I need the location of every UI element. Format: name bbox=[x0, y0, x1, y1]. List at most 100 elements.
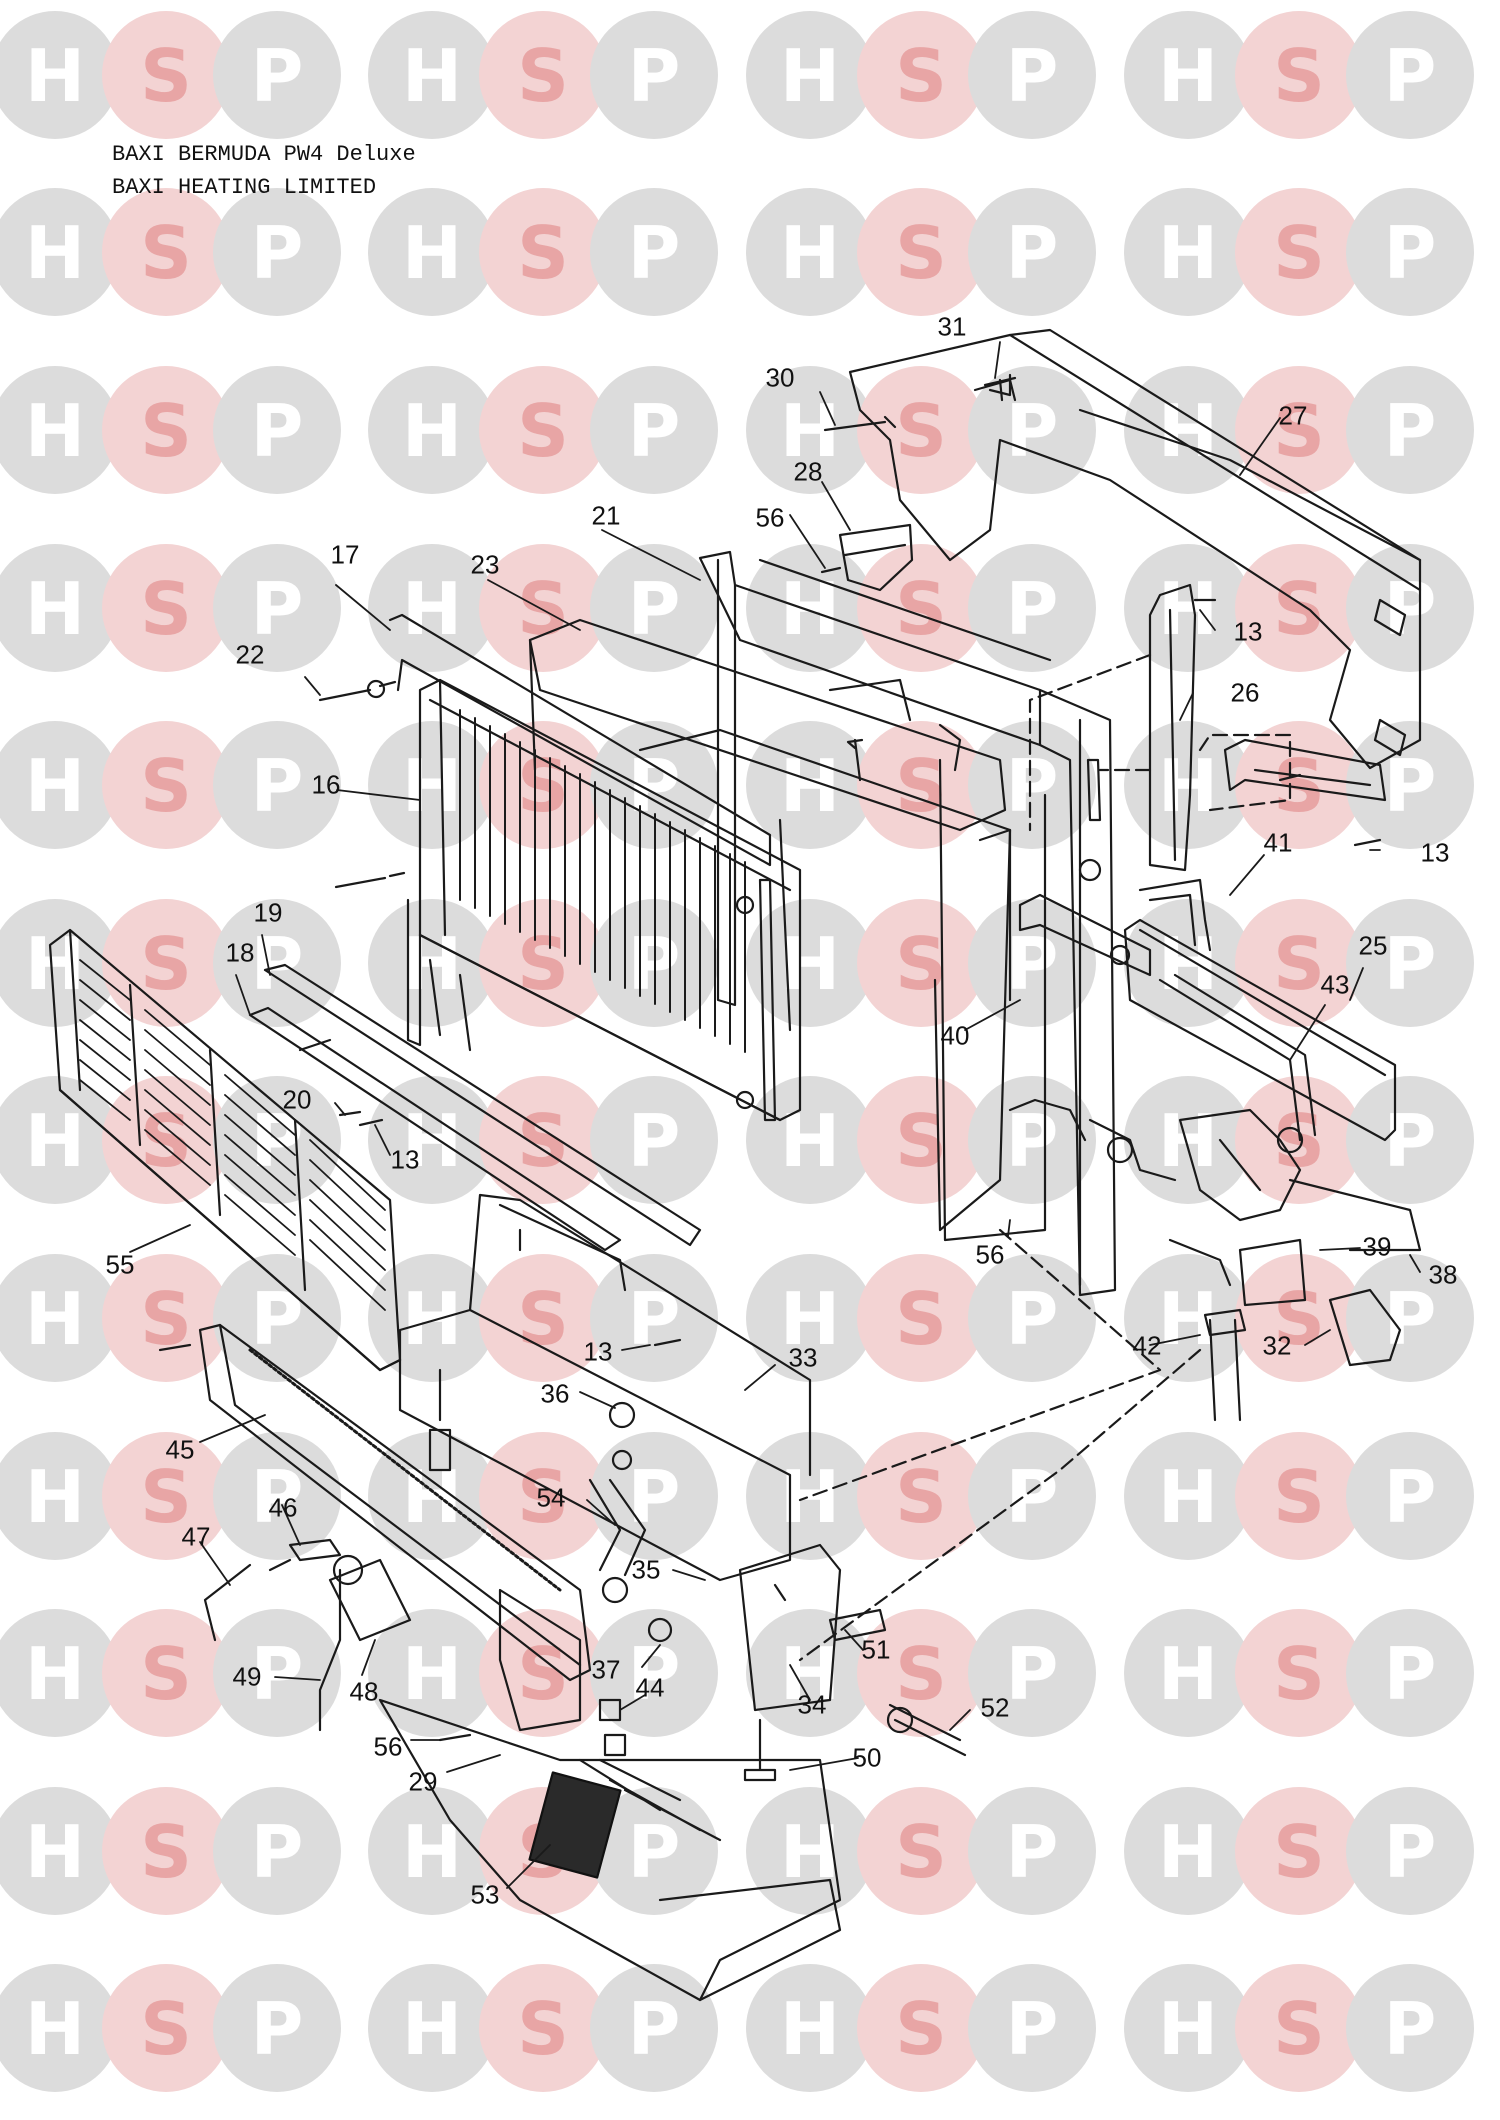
bracket-26 bbox=[1148, 583, 1197, 872]
watermark-circle: S bbox=[1235, 188, 1363, 316]
callout-label: 50 bbox=[852, 1742, 882, 1773]
watermark-circle: S bbox=[102, 721, 230, 849]
watermark-circle: H bbox=[368, 1787, 496, 1915]
watermark-letter: S bbox=[895, 211, 947, 295]
nut-37 bbox=[647, 1617, 673, 1643]
watermark-letter: S bbox=[895, 1987, 947, 2071]
watermark-circle: P bbox=[968, 544, 1096, 672]
pipes-29 bbox=[578, 1758, 722, 1842]
watermark-letter: P bbox=[628, 1099, 681, 1183]
fitting-ring-42 bbox=[1203, 1308, 1247, 1337]
watermark-letter: H bbox=[1158, 1987, 1218, 2071]
callout-label: 25 bbox=[1358, 930, 1388, 961]
watermark-circle: H bbox=[368, 721, 496, 849]
front-grille-55 bbox=[48, 928, 402, 1372]
watermark-circle: S bbox=[102, 1432, 230, 1560]
watermark-letter: S bbox=[1273, 1810, 1325, 1894]
watermark-circle: H bbox=[368, 1609, 496, 1737]
watermark-letter: H bbox=[1158, 1099, 1218, 1183]
watermark-circle: S bbox=[102, 544, 230, 672]
watermark-letter: H bbox=[25, 567, 85, 651]
strip-18 bbox=[248, 1006, 622, 1252]
nut-54 bbox=[601, 1576, 629, 1604]
watermark-letter: P bbox=[1384, 922, 1437, 1006]
frame-17 bbox=[388, 613, 772, 867]
callout-label: 23 bbox=[470, 549, 500, 580]
callout-label: 20 bbox=[282, 1084, 312, 1115]
watermark-circle: H bbox=[1124, 721, 1252, 849]
callout-label: 44 bbox=[635, 1672, 665, 1703]
watermark-letter: H bbox=[780, 211, 840, 295]
grommet-36 bbox=[608, 1401, 636, 1429]
watermark-circle: P bbox=[968, 899, 1096, 1027]
watermark-letter: S bbox=[140, 1810, 192, 1894]
watermark-circle: P bbox=[1346, 1432, 1474, 1560]
watermark-circle: H bbox=[368, 899, 496, 1027]
watermark-letter: P bbox=[1384, 1632, 1437, 1716]
watermark-letter: H bbox=[402, 34, 462, 118]
callout-label: 52 bbox=[980, 1692, 1010, 1723]
watermark-letter: H bbox=[780, 389, 840, 473]
watermark-circle: H bbox=[746, 1609, 874, 1737]
screw-16-left bbox=[334, 871, 406, 889]
callout-label: 13 bbox=[1233, 616, 1263, 647]
bracket-small-right bbox=[1223, 738, 1387, 802]
watermark-letter: H bbox=[25, 744, 85, 828]
watermark-circle: P bbox=[213, 1254, 341, 1382]
watermark-letter: P bbox=[251, 744, 304, 828]
watermark-letter: H bbox=[402, 1277, 462, 1361]
callout-label: 22 bbox=[235, 639, 265, 670]
watermark-circle: S bbox=[1235, 1254, 1363, 1382]
watermark-letter: H bbox=[402, 1987, 462, 2071]
watermark-letter: P bbox=[1006, 922, 1059, 1006]
watermark-letter: H bbox=[25, 1099, 85, 1183]
watermark-letter: S bbox=[517, 922, 569, 1006]
watermark-circle: P bbox=[1346, 1076, 1474, 1204]
callout-label: 41 bbox=[1263, 827, 1293, 858]
watermark-circle: P bbox=[1346, 1254, 1474, 1382]
watermark-letter: P bbox=[1006, 1099, 1059, 1183]
watermark-circle: H bbox=[0, 11, 119, 139]
callout-label: 27 bbox=[1278, 400, 1308, 431]
watermark-letter: P bbox=[1006, 211, 1059, 295]
watermark-letter: H bbox=[780, 1277, 840, 1361]
dashed-lines-top bbox=[1028, 653, 1292, 832]
watermark-circle: S bbox=[479, 1432, 607, 1560]
watermark-letter: P bbox=[251, 1277, 304, 1361]
watermark-circle: P bbox=[1346, 544, 1474, 672]
callout-label: 35 bbox=[631, 1554, 661, 1585]
screw-30 bbox=[823, 415, 897, 432]
watermark-letter: H bbox=[780, 34, 840, 118]
watermark-letter: H bbox=[25, 1810, 85, 1894]
watermark-circle: S bbox=[1235, 1609, 1363, 1737]
watermark-circle: P bbox=[1346, 11, 1474, 139]
pipe-42 bbox=[1168, 1238, 1242, 1422]
watermark-letter: S bbox=[140, 34, 192, 118]
watermark-letter: P bbox=[628, 567, 681, 651]
grommet-36b bbox=[611, 1449, 633, 1471]
knob-32 bbox=[1328, 1288, 1402, 1367]
watermark-circle: P bbox=[968, 721, 1096, 849]
bracket-48 bbox=[328, 1558, 412, 1642]
watermark-circle: H bbox=[0, 366, 119, 494]
watermark-circle: P bbox=[590, 544, 718, 672]
watermark-circle: H bbox=[746, 1254, 874, 1382]
watermark-circle: S bbox=[102, 899, 230, 1027]
watermark-letter: H bbox=[25, 211, 85, 295]
watermark-letter: S bbox=[895, 389, 947, 473]
watermark-letter: P bbox=[251, 1455, 304, 1539]
diagram-header: BAXI BERMUDA PW4 Deluxe BAXI HEATING LIM… bbox=[112, 138, 416, 204]
screw-56-top bbox=[820, 566, 842, 574]
callout-label: 42 bbox=[1132, 1330, 1162, 1361]
bracket-39 bbox=[1238, 1238, 1307, 1307]
watermark-letter: P bbox=[251, 567, 304, 651]
watermark-letter: S bbox=[1273, 1632, 1325, 1716]
watermark-circle: H bbox=[0, 1254, 119, 1382]
watermark-circle: S bbox=[857, 1254, 985, 1382]
watermark-letter: S bbox=[1273, 1277, 1325, 1361]
watermark-circle: H bbox=[0, 1787, 119, 1915]
watermark-letter: H bbox=[402, 389, 462, 473]
watermark-circle: P bbox=[1346, 188, 1474, 316]
base-plate-29 bbox=[378, 1698, 842, 2002]
watermark-letter: S bbox=[140, 922, 192, 1006]
